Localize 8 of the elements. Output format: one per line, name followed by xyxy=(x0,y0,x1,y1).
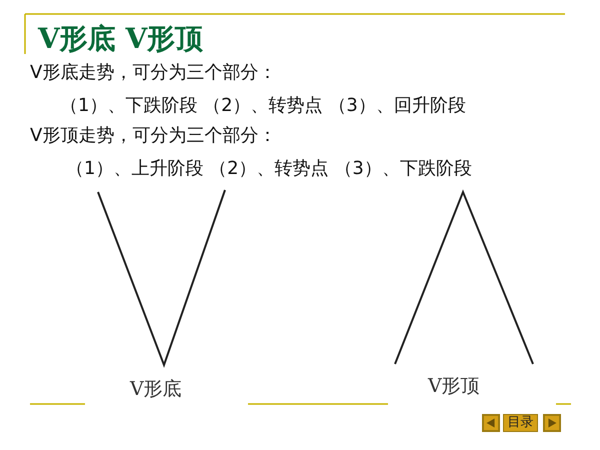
figure-caption: V形底 xyxy=(130,377,182,402)
intro-text: V形顶走势，可分为三个部分： xyxy=(30,124,276,147)
stage-list: （1）、下跌阶段 （2）、转势点 （3）、回升阶段 xyxy=(60,93,466,117)
intro-text: V形底走势，可分为三个部分： xyxy=(30,61,276,84)
figure-caption: V形顶 xyxy=(428,374,480,399)
menu-button: 目录 xyxy=(503,414,538,432)
stage-list: （1）、上升阶段 （2）、转势点 （3）、下跌阶段 xyxy=(66,156,472,180)
slide-title: V形底 V形顶 xyxy=(38,21,204,57)
